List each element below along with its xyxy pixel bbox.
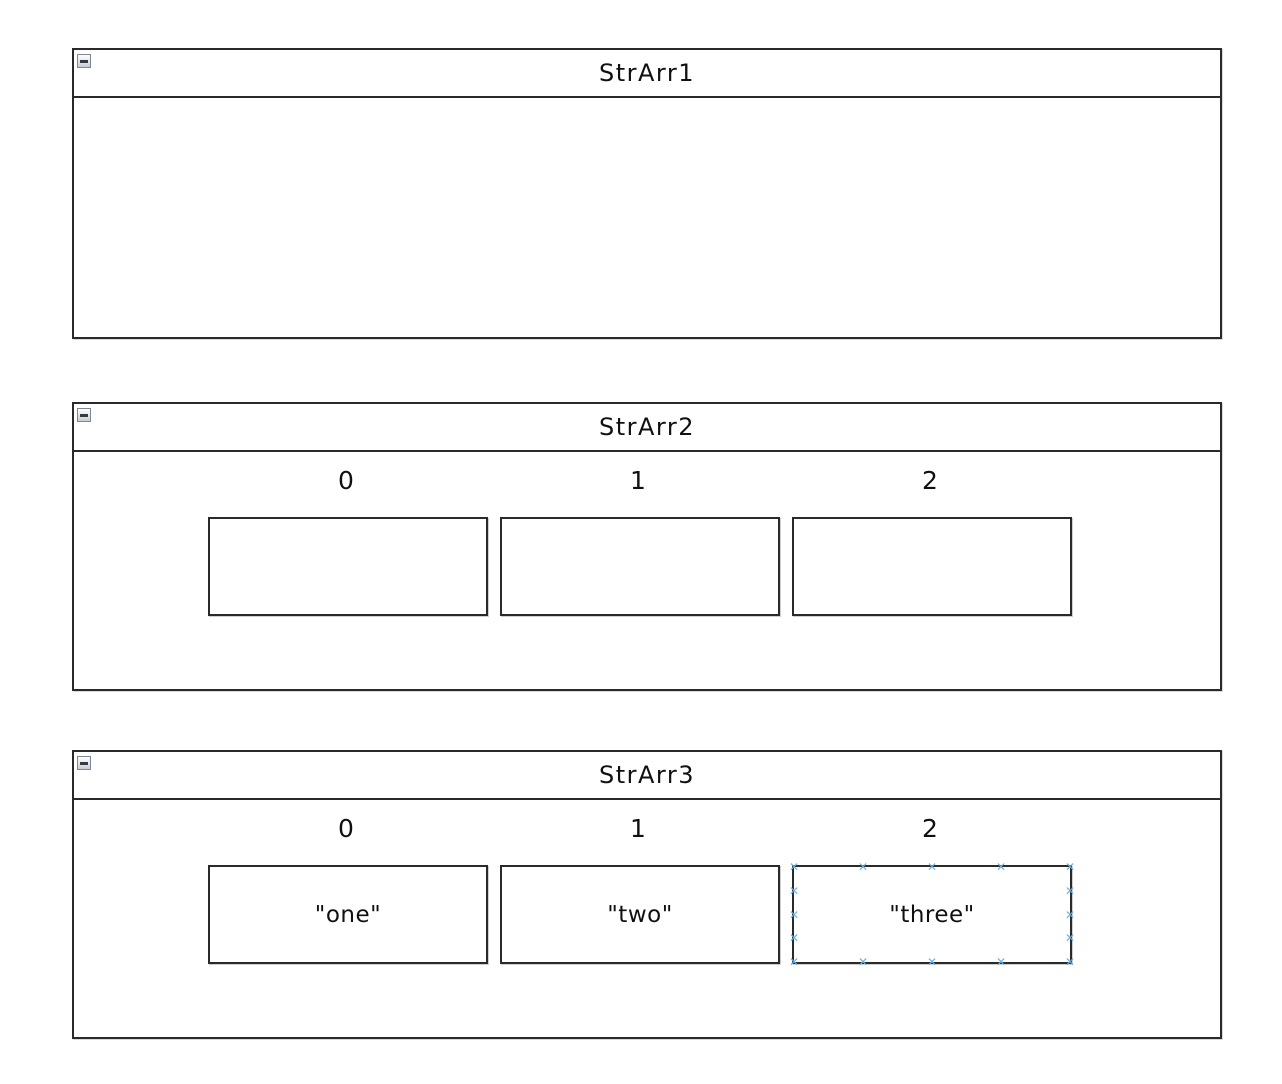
- index-label-1: 1: [630, 466, 646, 495]
- index-label-2: 2: [922, 814, 938, 843]
- panel-title: StrArr2: [598, 413, 695, 441]
- panel-title: StrArr3: [598, 761, 695, 789]
- panel-titlebar[interactable]: StrArr1: [74, 50, 1220, 98]
- array-cell-1[interactable]: [500, 517, 780, 616]
- selection-handle-icon[interactable]: ✕: [995, 955, 1007, 969]
- array-cell-2[interactable]: [792, 517, 1072, 616]
- selection-handle-icon[interactable]: ✕: [1064, 883, 1076, 898]
- index-label-2: 2: [922, 466, 938, 495]
- cell-value: "two": [607, 901, 673, 928]
- panel-content: 0 1 2: [74, 452, 1220, 689]
- minimize-icon: [80, 413, 88, 417]
- panel-content: [74, 98, 1220, 337]
- selection-handle-icon[interactable]: ✕: [857, 955, 869, 969]
- array-cell-0[interactable]: [208, 517, 488, 616]
- cell-value: "three": [889, 901, 975, 928]
- selection-handle-icon[interactable]: ✕: [1064, 860, 1076, 874]
- selection-handle-icon[interactable]: ✕: [788, 860, 800, 874]
- selection-handle-icon[interactable]: ✕: [995, 860, 1007, 874]
- viewer-panel-strarr1: StrArr1: [72, 48, 1222, 339]
- minimize-button[interactable]: [77, 756, 91, 770]
- selection-handle-icon[interactable]: ✕: [926, 860, 938, 874]
- minimize-button[interactable]: [77, 54, 91, 68]
- selection-handle-icon[interactable]: ✕: [1064, 955, 1076, 969]
- viewer-panel-strarr2: StrArr2 0 1 2: [72, 402, 1222, 691]
- selection-handle-icon[interactable]: ✕: [788, 955, 800, 969]
- panel-content: 0 1 2 "one" "two" "three" ✕ ✕ ✕ ✕ ✕ ✕ ✕ …: [74, 800, 1220, 1037]
- selection-handle-icon[interactable]: ✕: [1064, 907, 1076, 922]
- index-label-1: 1: [630, 814, 646, 843]
- selection-handle-icon[interactable]: ✕: [788, 883, 800, 898]
- minimize-icon: [80, 59, 88, 63]
- minimize-button[interactable]: [77, 408, 91, 422]
- array-cell-2-selected[interactable]: "three" ✕ ✕ ✕ ✕ ✕ ✕ ✕ ✕ ✕ ✕ ✕ ✕ ✕ ✕ ✕ ✕: [788, 861, 1076, 968]
- array-cell-1[interactable]: "two": [500, 865, 780, 964]
- selection-handle-icon[interactable]: ✕: [857, 860, 869, 874]
- selection-handle-icon[interactable]: ✕: [788, 931, 800, 946]
- index-label-0: 0: [338, 814, 354, 843]
- selection-handle-icon[interactable]: ✕: [788, 907, 800, 922]
- panel-title: StrArr1: [598, 59, 695, 87]
- viewer-panel-strarr3: StrArr3 0 1 2 "one" "two" "three" ✕ ✕ ✕ …: [72, 750, 1222, 1039]
- minimize-icon: [80, 761, 88, 765]
- panel-titlebar[interactable]: StrArr3: [74, 752, 1220, 800]
- panel-titlebar[interactable]: StrArr2: [74, 404, 1220, 452]
- selection-handle-icon[interactable]: ✕: [926, 955, 938, 969]
- index-label-0: 0: [338, 466, 354, 495]
- array-cell-0[interactable]: "one": [208, 865, 488, 964]
- selection-handle-icon[interactable]: ✕: [1064, 931, 1076, 946]
- cell-value: "one": [314, 901, 382, 928]
